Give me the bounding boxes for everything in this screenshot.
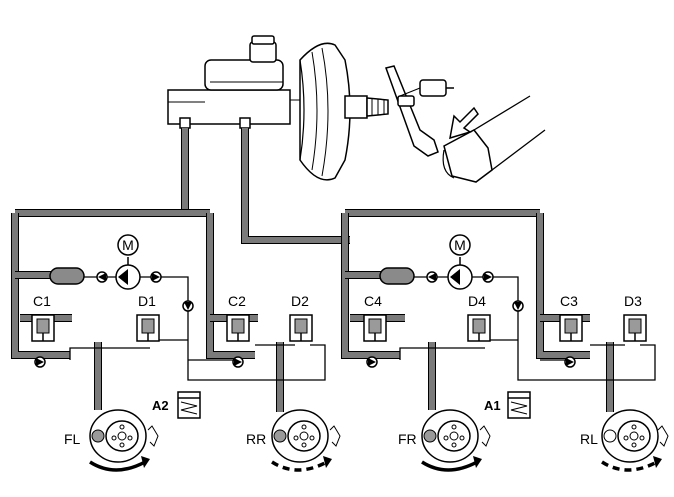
rotation-arrow-icon	[89, 460, 146, 472]
valve-d3	[623, 314, 647, 342]
check-valve-icon	[512, 300, 524, 312]
valve-d1	[136, 314, 160, 342]
label-a1: A1	[484, 398, 501, 413]
label-d4: D4	[468, 293, 486, 309]
pump-motor-right: M	[449, 234, 471, 256]
brake-booster	[299, 42, 389, 181]
damper-chamber-left	[49, 267, 85, 285]
label-fr: FR	[398, 431, 417, 447]
accumulator-a1	[507, 391, 531, 419]
check-valve-icon	[232, 356, 244, 368]
check-valve-icon	[482, 271, 494, 283]
wheel-rr	[271, 409, 341, 472]
wheel-rl	[601, 409, 669, 472]
valve-c2	[226, 314, 250, 342]
rotation-arrow-icon	[421, 460, 478, 472]
valve-c3	[559, 314, 583, 342]
master-cylinder	[167, 35, 300, 129]
pump-left	[115, 257, 141, 290]
label-rr: RR	[246, 431, 266, 447]
label-c4: C4	[364, 293, 382, 309]
push-arrow-icon	[449, 106, 479, 140]
valve-c4	[363, 314, 387, 342]
return-lines	[69, 276, 656, 381]
check-valve-icon	[366, 356, 378, 368]
pump-right	[447, 257, 473, 290]
label-d3: D3	[624, 293, 642, 309]
check-valve-icon	[96, 271, 108, 283]
brake-pedal	[385, 65, 454, 157]
motor-label: M	[454, 237, 466, 253]
pump-motor-left: M	[117, 234, 139, 256]
valve-d4	[467, 314, 491, 342]
label-c2: C2	[228, 293, 246, 309]
damper-chamber-right	[379, 267, 415, 285]
foot-icon	[442, 95, 546, 183]
rotation-arrow-icon	[601, 460, 658, 472]
check-valve-icon	[34, 356, 46, 368]
accumulator-a2	[177, 391, 201, 419]
valve-c1	[31, 314, 55, 342]
check-valve-icon	[426, 271, 438, 283]
motor-label: M	[122, 237, 134, 253]
check-valve-icon	[182, 300, 194, 312]
label-c1: C1	[33, 293, 51, 309]
wheel-fr	[421, 409, 491, 472]
valve-d2	[289, 314, 313, 342]
wheel-fl	[89, 409, 159, 472]
hydraulic-lines	[11, 128, 614, 412]
label-a2: A2	[152, 398, 169, 413]
label-rl: RL	[580, 431, 598, 447]
label-d1: D1	[138, 293, 156, 309]
rotation-arrow-icon	[271, 460, 328, 472]
label-c3: C3	[560, 293, 578, 309]
check-valve-icon	[564, 356, 576, 368]
label-fl: FL	[64, 431, 81, 447]
label-d2: D2	[291, 293, 309, 309]
check-valve-icon	[150, 271, 162, 283]
